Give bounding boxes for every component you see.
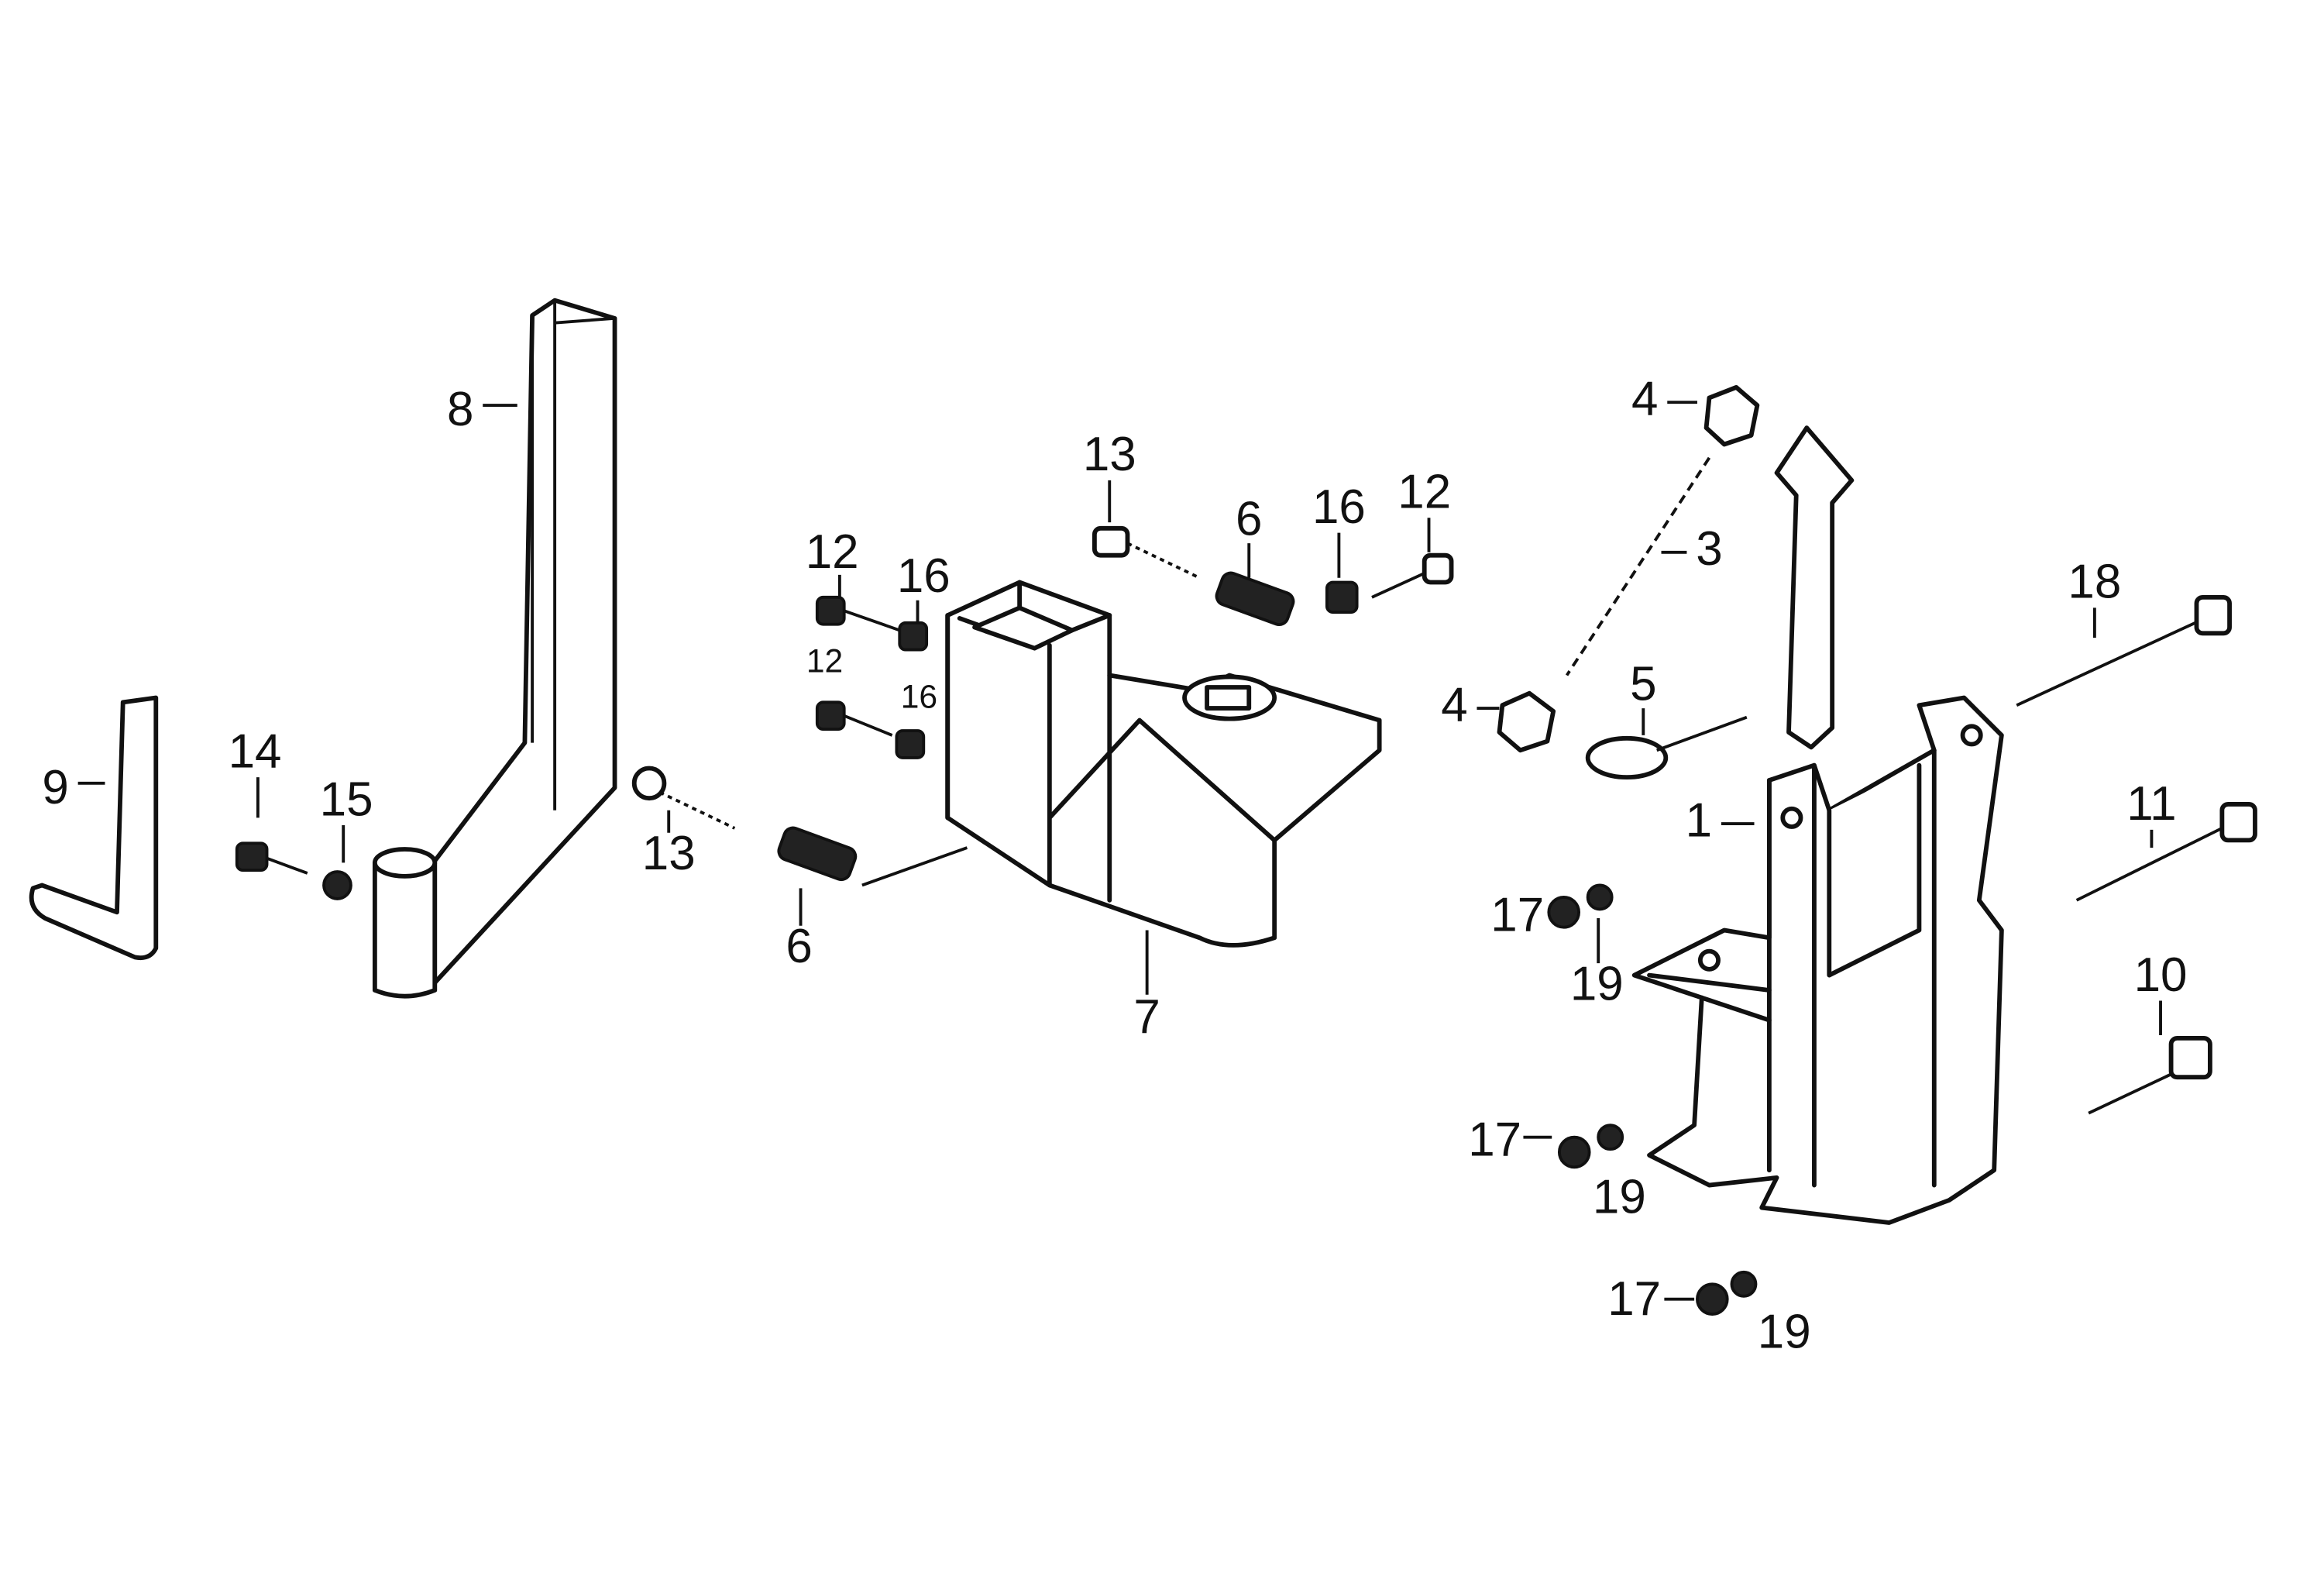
callout-16-lower: 16 xyxy=(901,679,937,716)
part-12-bolt-lower xyxy=(815,700,893,737)
part-17-19-pair-3 xyxy=(1696,1270,1758,1316)
callout-17-c: 17 xyxy=(1607,1272,1661,1326)
callout-17-a: 17 xyxy=(1490,888,1544,941)
link-strap xyxy=(1774,425,1855,750)
part-16-nut-upper xyxy=(898,621,929,652)
part-16-nut-right xyxy=(1325,580,1359,614)
part-17-19-pair-2 xyxy=(1557,1124,1624,1169)
callout-16-upper: 16 xyxy=(897,549,951,603)
callout-19-c: 19 xyxy=(1758,1305,1811,1358)
callout-6-lower: 6 xyxy=(786,920,812,973)
part-13-bolt-left xyxy=(631,766,736,830)
part-4-nut-upper xyxy=(1703,384,1760,447)
callout-5: 5 xyxy=(1630,657,1656,711)
part-12-bolt-right xyxy=(1371,552,1454,599)
callout-9: 9 xyxy=(42,761,68,814)
callout-13-upper: 13 xyxy=(1083,428,1136,481)
part-1-clamp-bracket xyxy=(1631,695,2004,1225)
callout-12-lower: 12 xyxy=(806,642,843,680)
callout-19-a: 19 xyxy=(1570,957,1624,1010)
callout-18: 18 xyxy=(2068,556,2121,609)
part-17-19-pair-1 xyxy=(1547,883,1614,929)
callout-13-left: 13 xyxy=(642,827,696,880)
callout-1: 1 xyxy=(1686,793,1712,847)
part-6-spacer-lower xyxy=(777,826,858,882)
callout-10: 10 xyxy=(2134,948,2188,1002)
callout-16-right: 16 xyxy=(1312,480,1366,534)
part-10-bolt xyxy=(2088,1035,2212,1115)
callout-8: 8 xyxy=(447,383,473,436)
part-4-nut-lower xyxy=(1497,690,1556,753)
part-3-chain xyxy=(1565,456,1711,676)
part-13-bolt-upper xyxy=(1092,525,1201,580)
callout-12-upper: 12 xyxy=(806,525,859,579)
callout-12-right: 12 xyxy=(1397,466,1451,519)
callout-7: 7 xyxy=(1133,990,1160,1044)
part-5-clip-pin xyxy=(1585,715,1748,780)
part-11-bolt xyxy=(2075,802,2257,902)
part-7-bracket xyxy=(945,580,1382,948)
part-15-washer xyxy=(322,870,352,900)
part-9-l-handle xyxy=(29,695,159,960)
callout-19-b: 19 xyxy=(1593,1170,1646,1223)
part-6-spacer-upper xyxy=(1215,571,1295,627)
callout-17-b: 17 xyxy=(1468,1113,1521,1167)
part-14-bolt xyxy=(235,841,308,875)
callout-11: 11 xyxy=(2126,777,2176,831)
callout-4-upper: 4 xyxy=(1631,373,1658,426)
part-16-nut-lower xyxy=(895,729,926,759)
callout-15: 15 xyxy=(320,773,373,826)
part-18-bolt xyxy=(2016,594,2232,707)
callout-6-upper: 6 xyxy=(1236,492,1262,545)
callout-4-lower: 4 xyxy=(1441,678,1467,731)
callout-14: 14 xyxy=(229,724,282,778)
callout-3: 3 xyxy=(1696,522,1722,576)
part-12-bolt-upper xyxy=(815,595,900,632)
